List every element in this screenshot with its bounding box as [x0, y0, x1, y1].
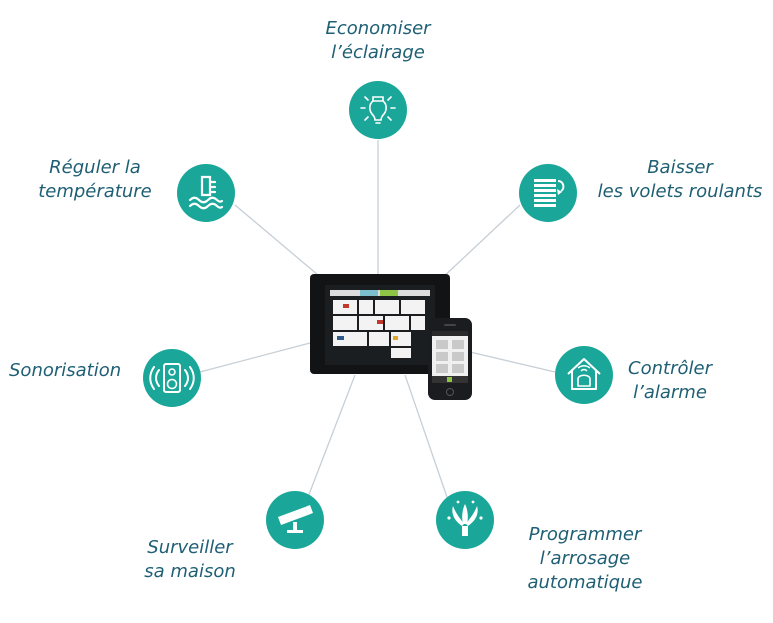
connector-lines — [199, 140, 556, 501]
label-line: Baisser — [647, 157, 713, 178]
label-line: automatique — [527, 572, 643, 593]
connector-watering — [404, 374, 449, 501]
label-line: Programmer — [528, 524, 642, 545]
label-line: les volets roulants — [597, 181, 763, 202]
phone-device — [428, 318, 472, 400]
connector-shutters — [439, 204, 521, 281]
connector-sound — [199, 342, 311, 373]
camera-icon — [266, 491, 324, 549]
label-surveillance: Surveiller sa maison — [130, 536, 250, 584]
label-lighting: Economiser l’éclairage — [318, 17, 438, 65]
speaker-icon — [143, 349, 201, 407]
thermometer-icon — [177, 164, 235, 222]
label-line: Réguler la — [49, 157, 141, 178]
lightbulb-icon — [349, 81, 407, 139]
label-line: Contrôler — [628, 358, 712, 379]
label-line: sa maison — [144, 561, 236, 582]
label-shutters: Baisser les volets roulants — [590, 156, 770, 204]
label-line: Sonorisation — [9, 360, 122, 381]
sprinkler-icon — [436, 491, 494, 549]
connector-temperature — [234, 204, 319, 276]
label-watering: Programmer l’arrosage automatique — [510, 523, 660, 595]
home-alarm-icon — [555, 346, 613, 404]
label-line: l’arrosage — [539, 548, 631, 569]
label-temperature: Réguler la température — [30, 156, 160, 204]
label-line: l’éclairage — [331, 42, 425, 63]
rolling-shutter-icon — [519, 164, 577, 222]
label-sound: Sonorisation — [9, 359, 139, 383]
label-alarm: Contrôler l’alarme — [620, 357, 720, 405]
label-line: température — [38, 181, 152, 202]
connector-surveillance — [307, 374, 356, 498]
label-line: l’alarme — [633, 382, 707, 403]
label-line: Surveiller — [147, 537, 233, 558]
label-line: Economiser — [325, 18, 431, 39]
connector-alarm — [469, 351, 556, 373]
tablet-device — [310, 274, 450, 374]
